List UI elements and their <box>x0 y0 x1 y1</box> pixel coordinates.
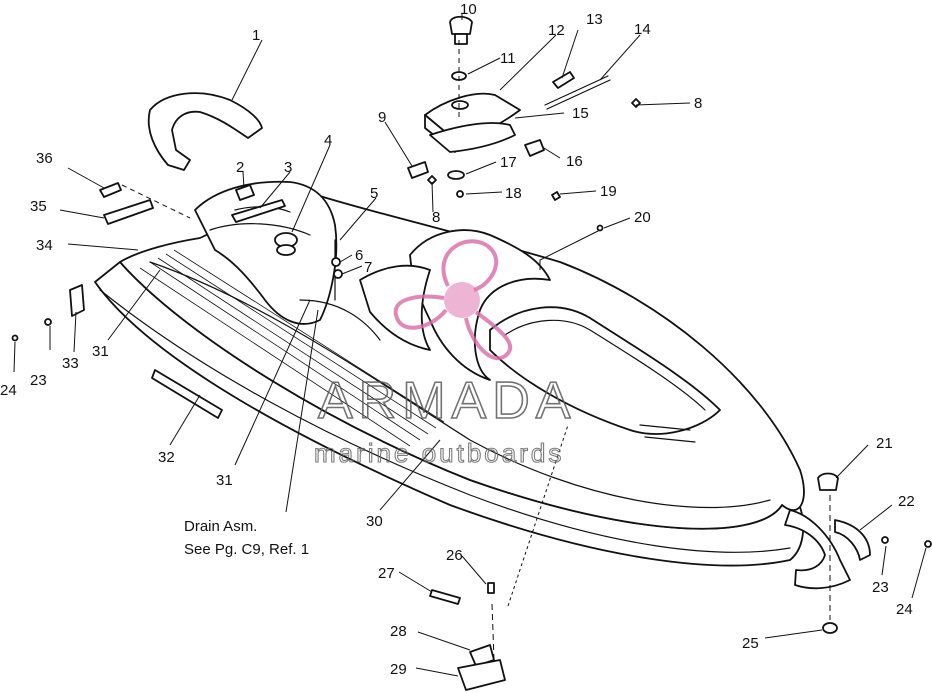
callout-3: 3 <box>284 159 292 176</box>
callout-17: 17 <box>500 154 517 171</box>
callout-13: 13 <box>586 11 603 28</box>
callout-16: 16 <box>566 153 583 170</box>
callout-12: 12 <box>548 22 565 39</box>
callout-21: 21 <box>876 435 893 452</box>
propeller-logo <box>393 239 513 361</box>
callout-33: 33 <box>62 355 79 372</box>
callout-34: 34 <box>36 237 53 254</box>
callout-26: 26 <box>446 547 463 564</box>
callout-31-bottom: 31 <box>216 472 233 489</box>
callout-labels: 1 2 3 4 5 6 7 8 8 9 10 11 12 13 14 15 16… <box>0 1 915 678</box>
callout-22: 22 <box>898 493 915 510</box>
callout-5: 5 <box>370 185 378 202</box>
hardware <box>11 15 932 691</box>
watermark: ARMADA marine outboards <box>313 239 576 469</box>
callout-27: 27 <box>378 565 395 582</box>
watermark-tagline: marine outboards <box>314 438 564 468</box>
drain-note: Drain Asm. See Pg. C9, Ref. 1 <box>184 518 309 558</box>
callout-30: 30 <box>366 513 383 530</box>
callout-11: 11 <box>500 50 516 67</box>
callout-18: 18 <box>505 185 522 202</box>
callout-25: 25 <box>742 635 759 652</box>
callout-6: 6 <box>355 247 363 264</box>
callout-14: 14 <box>634 21 651 38</box>
callout-24-right: 24 <box>896 601 913 618</box>
footwell-hatching <box>139 249 445 447</box>
callout-4: 4 <box>324 132 332 149</box>
callout-1: 1 <box>252 27 260 44</box>
callout-8-left: 8 <box>432 209 440 226</box>
callout-7: 7 <box>364 259 372 276</box>
callout-28: 28 <box>390 623 407 640</box>
note-line-1: Drain Asm. <box>184 518 257 535</box>
grab-handle <box>147 92 263 171</box>
hull-deck <box>94 180 805 567</box>
leader-lines <box>13 14 927 677</box>
callout-23-right: 23 <box>872 579 889 596</box>
callout-32: 32 <box>158 449 175 466</box>
note-line-2: See Pg. C9, Ref. 1 <box>184 541 309 558</box>
callout-8-right: 8 <box>694 95 702 112</box>
callout-2: 2 <box>236 159 244 176</box>
callout-10: 10 <box>460 1 477 18</box>
callout-29: 29 <box>390 661 407 678</box>
hatch-cover <box>424 92 521 153</box>
callout-36: 36 <box>36 150 53 167</box>
callout-20: 20 <box>634 209 651 226</box>
callout-9: 9 <box>378 109 386 126</box>
callout-31-left: 31 <box>92 343 109 360</box>
watermark-brand: ARMADA <box>318 372 576 430</box>
callout-19: 19 <box>600 183 617 200</box>
callout-15: 15 <box>572 105 589 122</box>
callout-35: 35 <box>30 198 47 215</box>
callout-23-left: 23 <box>30 372 47 389</box>
callout-24-left: 24 <box>0 382 17 399</box>
